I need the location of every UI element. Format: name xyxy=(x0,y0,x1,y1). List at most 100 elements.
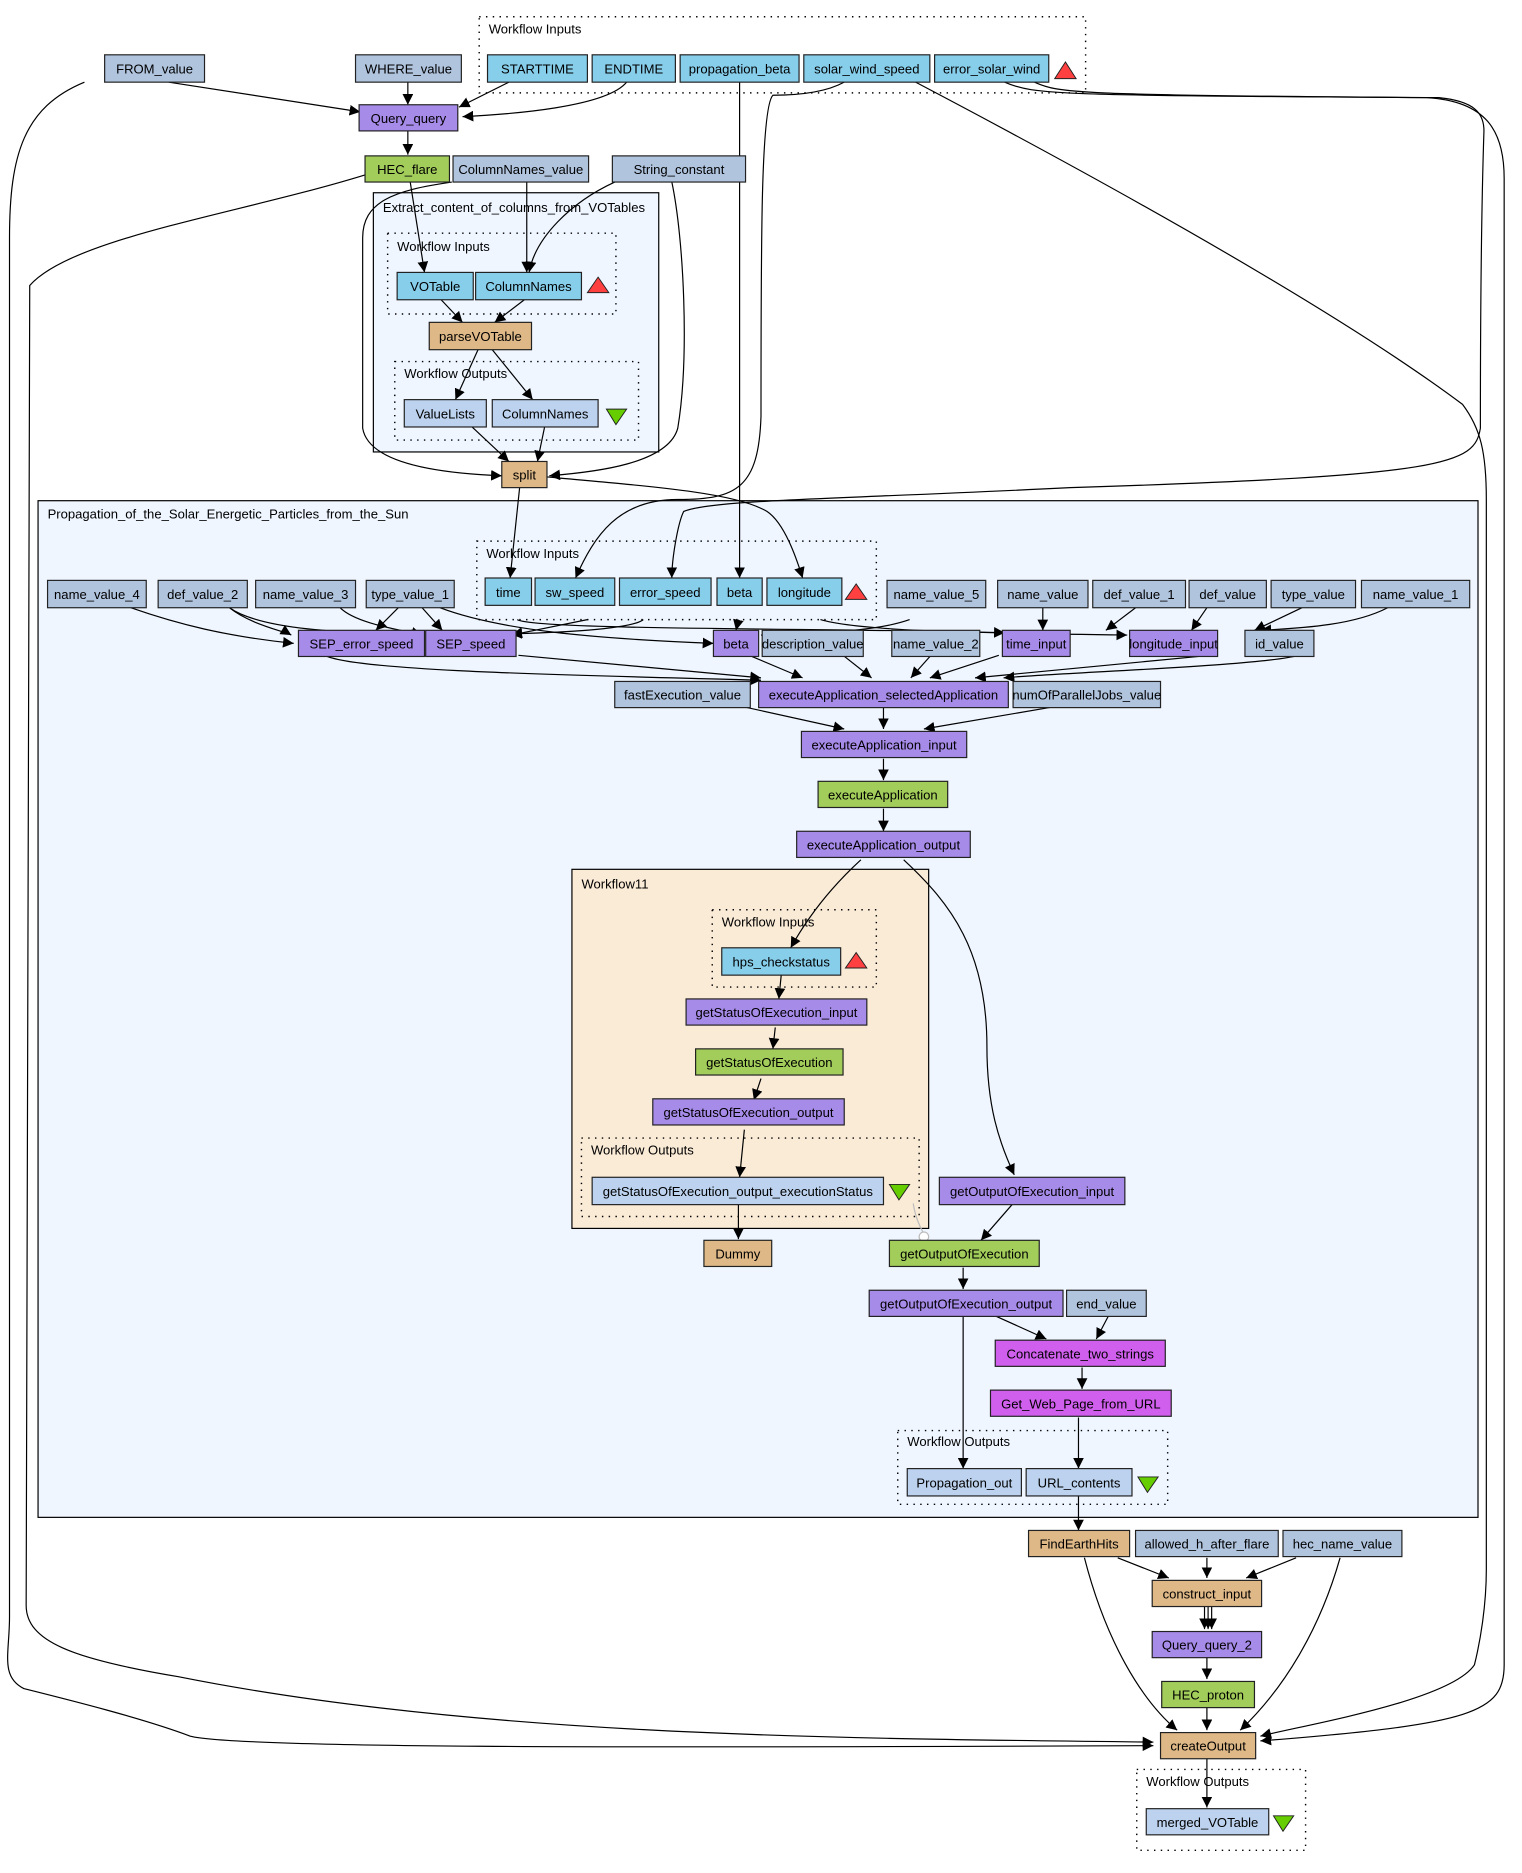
node-name-value[interactable]: name_value xyxy=(997,579,1089,609)
node-findearthhits[interactable]: FindEarthHits xyxy=(1027,1529,1131,1558)
node-label: longitude xyxy=(778,585,831,600)
node-getstatusofexecution-input[interactable]: getStatusOfExecution_input xyxy=(685,998,868,1026)
node-box xyxy=(766,577,843,606)
node-label: name_value_2 xyxy=(893,636,979,651)
input-port-marker-icon xyxy=(844,951,868,969)
node-votable[interactable]: VOTable xyxy=(396,271,474,301)
node-valuelists[interactable]: ValueLists xyxy=(403,399,487,428)
node-def-value[interactable]: def_value xyxy=(1188,579,1267,609)
node-box xyxy=(934,54,1050,83)
node-numofparalleljobs-value[interactable]: numOfParallelJobs_value xyxy=(1012,680,1161,709)
node-box xyxy=(1027,1529,1131,1558)
node-hec-proton[interactable]: HEC_proton xyxy=(1161,1680,1256,1709)
node-type-value[interactable]: type_value xyxy=(1270,579,1357,609)
node-columnnames-out[interactable]: ColumnNames xyxy=(491,399,599,428)
node-executeapplication[interactable]: executeApplication xyxy=(817,780,949,809)
node-label: ColumnNames_value xyxy=(458,162,583,177)
node-label: Get_Web_Page_from_URL xyxy=(1001,1396,1161,1411)
node-from-value[interactable]: FROM_value xyxy=(104,54,206,83)
node-propagation-out[interactable]: Propagation_out xyxy=(906,1468,1022,1497)
node-query-query[interactable]: Query_query xyxy=(358,104,459,132)
node-string-constant[interactable]: String_constant xyxy=(611,155,747,183)
node-construct-input[interactable]: construct_input xyxy=(1151,1579,1263,1608)
node-hec-flare[interactable]: HEC_flare xyxy=(364,155,451,183)
node-box xyxy=(255,579,357,609)
node-getstatusofexecution-output[interactable]: getStatusOfExecution_output xyxy=(652,1098,845,1126)
node-label: allowed_h_after_flare xyxy=(1144,1537,1269,1552)
node-name-value-4[interactable]: name_value_4 xyxy=(46,579,147,609)
node-hps-checkstatus[interactable]: hps_checkstatus xyxy=(721,947,842,976)
node-label: def_value_1 xyxy=(1104,587,1175,602)
node-longitude[interactable]: longitude xyxy=(766,577,843,606)
node-box xyxy=(989,1389,1172,1417)
node-type-value-1[interactable]: type_value_1 xyxy=(365,579,455,609)
node-box xyxy=(396,271,474,301)
node-executeapplication-input[interactable]: executeApplication_input xyxy=(800,730,968,759)
node-error-speed[interactable]: error_speed xyxy=(618,577,712,606)
node-name-value-1[interactable]: name_value_1 xyxy=(1360,579,1471,609)
output-port-marker-icon xyxy=(1137,1476,1160,1494)
node-label: createOutput xyxy=(1170,1739,1246,1754)
node-beta[interactable]: beta xyxy=(712,629,760,658)
node-solar-wind-speed[interactable]: solar_wind_speed xyxy=(803,54,931,83)
node-longitude-input[interactable]: longitude_input xyxy=(1129,629,1218,658)
node-parsevotable[interactable]: parseVOTable xyxy=(428,321,533,351)
node-columnnames-in[interactable]: ColumnNames xyxy=(475,271,583,301)
node-label: String_constant xyxy=(634,162,725,177)
node-split[interactable]: split xyxy=(501,460,548,489)
node-name-value-3[interactable]: name_value_3 xyxy=(255,579,357,609)
node-label: id_value xyxy=(1255,636,1304,651)
node-get-web-page-from-url[interactable]: Get_Web_Page_from_URL xyxy=(989,1389,1172,1417)
node-time-input[interactable]: time_input xyxy=(1001,629,1071,658)
node-sw-speed[interactable]: sw_speed xyxy=(534,577,616,606)
node-url-contents[interactable]: URL_contents xyxy=(1025,1468,1133,1497)
node-box xyxy=(365,579,455,609)
node-description-value[interactable]: description_value xyxy=(761,629,864,658)
node-sep-speed[interactable]: SEP_speed xyxy=(425,629,517,658)
node-box xyxy=(358,104,459,132)
node-label: description_value xyxy=(762,636,864,651)
node-label: getStatusOfExecution_output xyxy=(664,1105,834,1120)
node-box xyxy=(618,577,712,606)
node-createoutput[interactable]: createOutput xyxy=(1159,1731,1257,1760)
node-box xyxy=(475,271,583,301)
node-dummy[interactable]: Dummy xyxy=(703,1239,773,1268)
node-box xyxy=(1092,579,1187,609)
node-where-value[interactable]: WHERE_value xyxy=(354,54,462,83)
node-executeapplication-selectedapplication[interactable]: executeApplication_selectedApplication xyxy=(758,680,1009,709)
node-executeapplication-output[interactable]: executeApplication_output xyxy=(796,830,971,859)
node-getoutputofexecution[interactable]: getOutputOfExecution xyxy=(888,1239,1040,1268)
node-getstatusofexecution[interactable]: getStatusOfExecution xyxy=(695,1048,844,1076)
node-error-solar-wind[interactable]: error_solar_wind xyxy=(934,54,1050,83)
node-concatenate-two-strings[interactable]: Concatenate_two_strings xyxy=(994,1339,1166,1367)
node-sep-error-speed[interactable]: SEP_error_speed xyxy=(297,629,426,658)
node-def-value-1[interactable]: def_value_1 xyxy=(1092,579,1187,609)
node-def-value-2[interactable]: def_value_2 xyxy=(157,579,248,609)
node-fastexecution-value[interactable]: fastExecution_value xyxy=(614,680,751,709)
node-beta-in[interactable]: beta xyxy=(716,577,763,606)
output-port-marker-icon xyxy=(1272,1815,1295,1833)
node-id-value[interactable]: id_value xyxy=(1244,629,1315,658)
node-getstatusofexecution-output-executionstatus[interactable]: getStatusOfExecution_output_executionSta… xyxy=(591,1176,885,1206)
node-getoutputofexecution-input[interactable]: getOutputOfExecution_input xyxy=(938,1176,1126,1206)
node-query-query-2[interactable]: Query_query_2 xyxy=(1151,1630,1263,1659)
node-time[interactable]: time xyxy=(484,577,533,606)
node-name-value-5[interactable]: name_value_5 xyxy=(886,579,987,609)
node-allowed-h-after-flare[interactable]: allowed_h_after_flare xyxy=(1134,1529,1279,1558)
node-hec-name-value[interactable]: hec_name_value xyxy=(1282,1529,1403,1558)
node-box xyxy=(652,1098,845,1126)
node-label: end_value xyxy=(1076,1296,1136,1311)
node-starttime[interactable]: STARTTIME xyxy=(486,54,588,83)
node-columnnames-value[interactable]: ColumnNames_value xyxy=(452,155,590,183)
node-name-value-2[interactable]: name_value_2 xyxy=(891,629,981,658)
node-label: Query_query_2 xyxy=(1162,1638,1252,1653)
node-endtime[interactable]: ENDTIME xyxy=(591,54,676,83)
node-propagation-beta[interactable]: propagation_beta xyxy=(679,54,800,83)
node-getoutputofexecution-output[interactable]: getOutputOfExecution_output xyxy=(868,1289,1064,1317)
node-end-value[interactable]: end_value xyxy=(1065,1289,1147,1317)
node-label: name_value_3 xyxy=(263,587,349,602)
node-merged-votable[interactable]: merged_VOTable xyxy=(1145,1808,1270,1836)
node-box xyxy=(1161,1680,1256,1709)
node-label: sw_speed xyxy=(545,585,604,600)
